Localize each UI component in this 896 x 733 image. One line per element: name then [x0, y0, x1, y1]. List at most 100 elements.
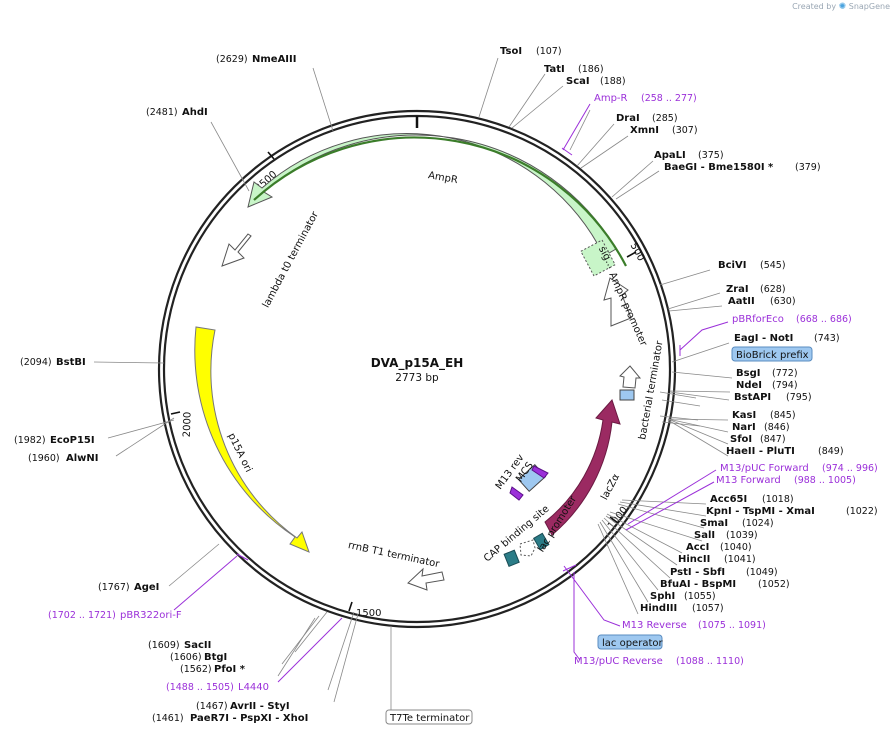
site-label-xmni: XmnI	[630, 125, 659, 136]
restriction-site-bstbi[interactable]: (2094) BstBI	[20, 357, 86, 368]
site-label-bcivi: BciVI	[718, 260, 746, 271]
restriction-site-bstapi[interactable]: BstAPI (795)	[734, 392, 812, 403]
site-label-tati: TatI	[544, 64, 565, 75]
ampr-highlight-arc	[253, 136, 627, 267]
feature-lacz-alpha[interactable]	[544, 399, 621, 536]
feature-lac-operator-arrow[interactable]	[519, 539, 536, 557]
restriction-site-apali[interactable]: ApaLI (375)	[654, 150, 724, 161]
site-label-baegi: BaeGI - Bme1580I *	[664, 162, 774, 173]
restriction-site-avrii-styi[interactable]: (1467) AvrII - StyI	[196, 701, 290, 712]
primer-m13-reverse[interactable]: M13 Reverse (1075 .. 1091)	[622, 620, 766, 631]
primer-label-pbrforeco: pBRforEco	[732, 314, 784, 325]
primer-m13-puc-forward[interactable]: M13/pUC Forward (974 .. 996)	[720, 463, 878, 474]
restriction-site-paer7i[interactable]: (1461) PaeR7I - PspXI - XhoI	[152, 713, 308, 724]
restriction-site-xmni[interactable]: XmnI (307)	[630, 125, 698, 136]
primer-lines	[173, 103, 729, 683]
site-label-scai: ScaI	[566, 76, 590, 87]
primer-m13-forward[interactable]: M13 Forward (988 .. 1005)	[716, 475, 856, 486]
restriction-site-sphi[interactable]: SphI (1055)	[650, 591, 716, 602]
restriction-site-scai[interactable]: ScaI (188)	[566, 76, 626, 87]
feature-rrnb-t1-terminator[interactable]	[407, 567, 445, 591]
feature-mcs-primer-top[interactable]	[531, 465, 549, 479]
primer-amp-r[interactable]: Amp-R (258 .. 277)	[594, 93, 697, 104]
site-label-bfuai-bspmi: BfuAI - BspMI	[660, 579, 736, 590]
restriction-site-hindiii[interactable]: HindIII (1057)	[640, 603, 724, 614]
site-label-hindiii: HindIII	[640, 603, 677, 614]
scale-ticks	[170, 151, 637, 612]
feature-cap-binding-site[interactable]	[503, 549, 520, 568]
feature-lac-promoter[interactable]	[532, 532, 550, 551]
restriction-site-zrai[interactable]: ZraI (628)	[726, 284, 786, 295]
feature-bacterial-terminator[interactable]	[619, 365, 642, 389]
primer-l4440[interactable]: (1488 .. 1505) L4440	[166, 682, 269, 693]
site-pos-hincii: (1041)	[724, 554, 756, 565]
restriction-site-sacii[interactable]: (1609) SacII	[148, 640, 211, 651]
restriction-site-smai[interactable]: SmaI (1024)	[700, 518, 774, 529]
site-label-sfoi: SfoI	[730, 434, 752, 445]
restriction-site-aatii[interactable]: AatII (630)	[728, 296, 796, 307]
site-pos-haeii-pluti: (849)	[818, 446, 844, 457]
site-pos-bcivi: (545)	[760, 260, 786, 271]
restriction-site-btgi[interactable]: (1606) BtgI	[170, 652, 227, 663]
label-lacz-alpha: lacZα	[599, 472, 622, 502]
restriction-site-sali[interactable]: SalI (1039)	[694, 530, 758, 541]
feature-signal-peptide[interactable]	[580, 239, 616, 277]
site-pos-psti-sbfi: (1049)	[746, 567, 778, 578]
site-label-hincii: HincII	[678, 554, 710, 565]
site-label-psti-sbfi: PstI - SbfI	[670, 567, 725, 578]
boxed-biobrick-prefix[interactable]: BioBrick prefix	[731, 346, 813, 362]
primer-pos-l4440: (1488 .. 1505)	[166, 682, 234, 693]
restriction-site-hincii[interactable]: HincII (1041)	[678, 554, 756, 565]
feature-p15a-ori[interactable]	[194, 326, 310, 553]
restriction-site-ahdi[interactable]: (2481) AhdI	[146, 107, 208, 118]
site-label-zrai: ZraI	[726, 284, 749, 295]
restriction-site-ecop15i[interactable]: (1982) EcoP15I	[14, 435, 95, 446]
boxed-lac-operator[interactable]: lac operator	[597, 634, 663, 650]
restriction-site-psti-sbfi[interactable]: PstI - SbfI (1049)	[670, 567, 778, 578]
site-pos-nmeaiii: (2629)	[216, 54, 248, 65]
restriction-site-baegi[interactable]: BaeGI - Bme1580I * (379)	[664, 162, 821, 173]
feature-small-blue-marker[interactable]	[619, 389, 635, 401]
restriction-site-tati[interactable]: TatI (186)	[544, 64, 604, 75]
restriction-site-acci[interactable]: AccI (1040)	[686, 542, 752, 553]
site-pos-avrii-styi: (1467)	[196, 701, 228, 712]
restriction-site-sfoi[interactable]: SfoI (847)	[730, 434, 786, 445]
restriction-site-bcivi[interactable]: BciVI (545)	[718, 260, 786, 271]
restriction-site-drai[interactable]: DraI (285)	[616, 113, 678, 124]
snapgene-logo-icon: ✺	[838, 2, 847, 12]
site-label-haeii-pluti: HaeII - PluTI	[726, 446, 795, 457]
primer-label-m13-puc-forward: M13/pUC Forward	[720, 463, 809, 474]
feature-m13-rev-site[interactable]	[509, 486, 524, 501]
site-label-sphi: SphI	[650, 591, 675, 602]
site-pos-bstapi: (795)	[786, 392, 812, 403]
restriction-site-pfoi[interactable]: (1562) PfoI *	[180, 664, 246, 675]
restriction-site-nmeaiii[interactable]: (2629) NmeAIII	[216, 54, 296, 65]
primer-pos-m13-forward: (988 .. 1005)	[794, 475, 856, 486]
label-lac-promoter: lac promoter	[536, 494, 580, 555]
restriction-site-ndei[interactable]: NdeI (794)	[736, 380, 798, 391]
restriction-site-alwni[interactable]: (1960) AlwNI	[28, 453, 99, 464]
primer-label-m13-puc-reverse: M13/pUC Reverse	[574, 656, 663, 667]
plasmid-name: DVA_p15A_EH	[371, 356, 464, 371]
restriction-site-tsoi[interactable]: TsoI (107)	[500, 46, 562, 57]
primer-label-m13-forward: M13 Forward	[716, 475, 781, 486]
feature-lambda-t0-terminator[interactable]	[221, 233, 252, 267]
primer-pbr322ori-f[interactable]: (1702 .. 1721) pBR322ori-F	[48, 610, 182, 621]
restriction-site-bfuai-bspmi[interactable]: BfuAI - BspMI (1052)	[660, 579, 790, 590]
restriction-site-kpni[interactable]: KpnI - TspMI - XmaI (1022)	[706, 506, 878, 517]
restriction-site-agei[interactable]: (1767) AgeI	[98, 582, 159, 593]
restriction-site-haeii-pluti[interactable]: HaeII - PluTI (849)	[726, 446, 844, 457]
site-label-ecop15i: EcoP15I	[50, 435, 95, 446]
boxed-t7te-terminator[interactable]: T7Te terminator	[385, 709, 473, 725]
site-pos-agei: (1767)	[98, 582, 130, 593]
restriction-site-acc65i[interactable]: Acc65I (1018)	[710, 494, 794, 505]
restriction-site-bsgi[interactable]: BsgI (772)	[736, 368, 798, 379]
restriction-site-kasi[interactable]: KasI (845)	[732, 410, 796, 421]
feature-ampr-promoter[interactable]	[603, 277, 632, 327]
restriction-site-nari[interactable]: NarI (846)	[732, 422, 790, 433]
restriction-site-eagi-noti[interactable]: EagI - NotI (743)	[734, 333, 840, 344]
site-pos-sphi: (1055)	[684, 591, 716, 602]
primer-pbrforeco[interactable]: pBRforEco (668 .. 686)	[732, 314, 852, 325]
primer-m13-puc-reverse[interactable]: M13/pUC Reverse (1088 .. 1110)	[574, 656, 744, 667]
